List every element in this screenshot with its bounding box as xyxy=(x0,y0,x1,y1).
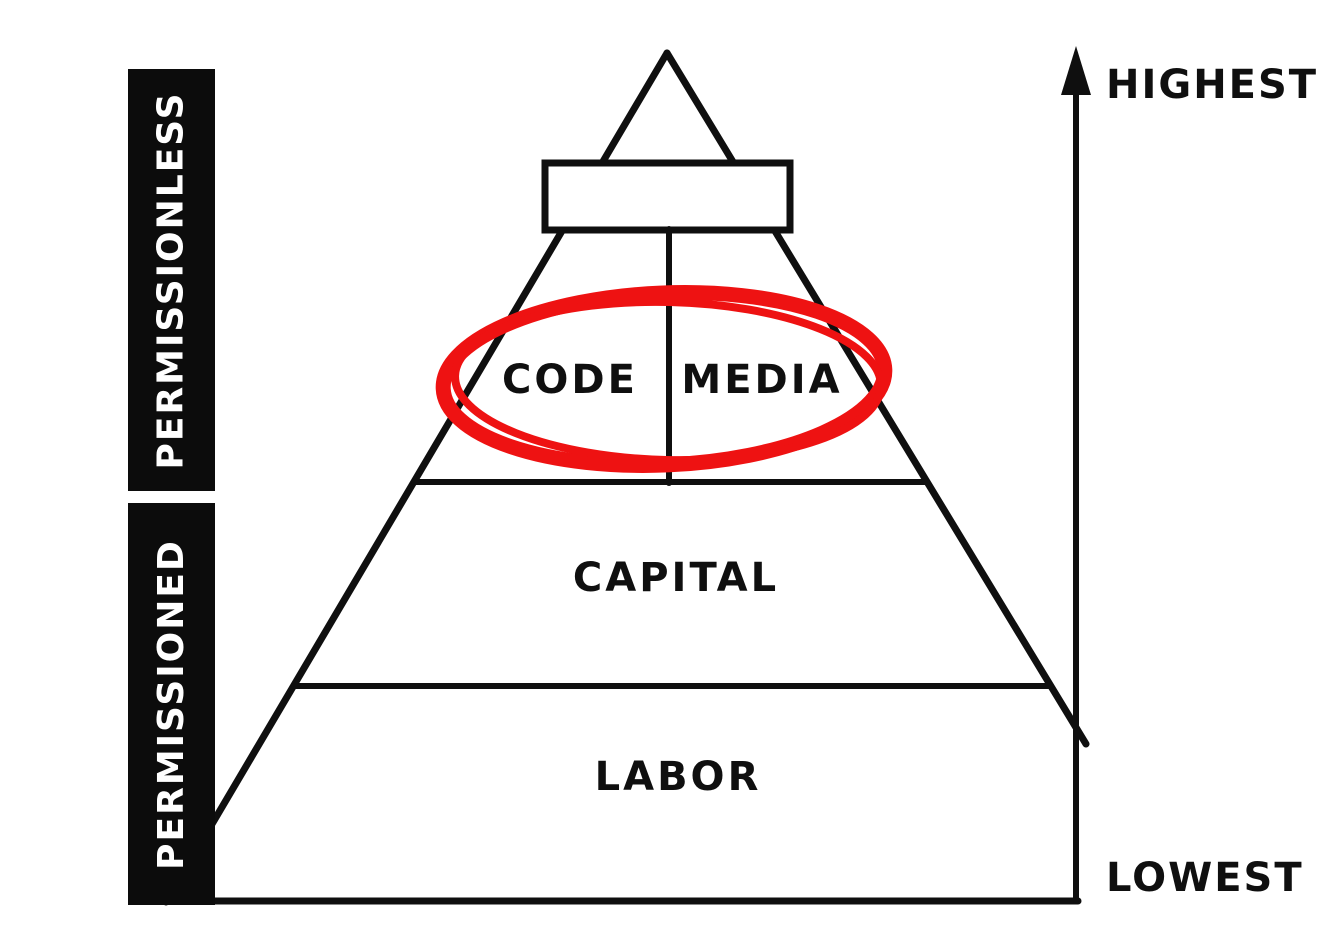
permissioned-label: PERMISSIONED xyxy=(151,538,193,870)
labor-label: LABOR xyxy=(594,754,762,800)
code-label: CODE xyxy=(502,357,638,403)
top-box xyxy=(541,159,794,234)
permissionless-label: PERMISSIONLESS xyxy=(151,90,192,470)
highlight-ellipse xyxy=(435,285,893,473)
permissioned-bar: PERMISSIONED xyxy=(128,503,215,905)
highest-label: HIGHEST xyxy=(1106,62,1319,108)
media-label: MEDIA xyxy=(681,357,843,403)
capital-label: CAPITAL xyxy=(572,555,780,601)
permissionless-bar: PERMISSIONLESS xyxy=(128,69,215,491)
value-axis-arrowhead-icon xyxy=(1061,46,1091,95)
lowest-label: LOWEST xyxy=(1106,855,1304,901)
